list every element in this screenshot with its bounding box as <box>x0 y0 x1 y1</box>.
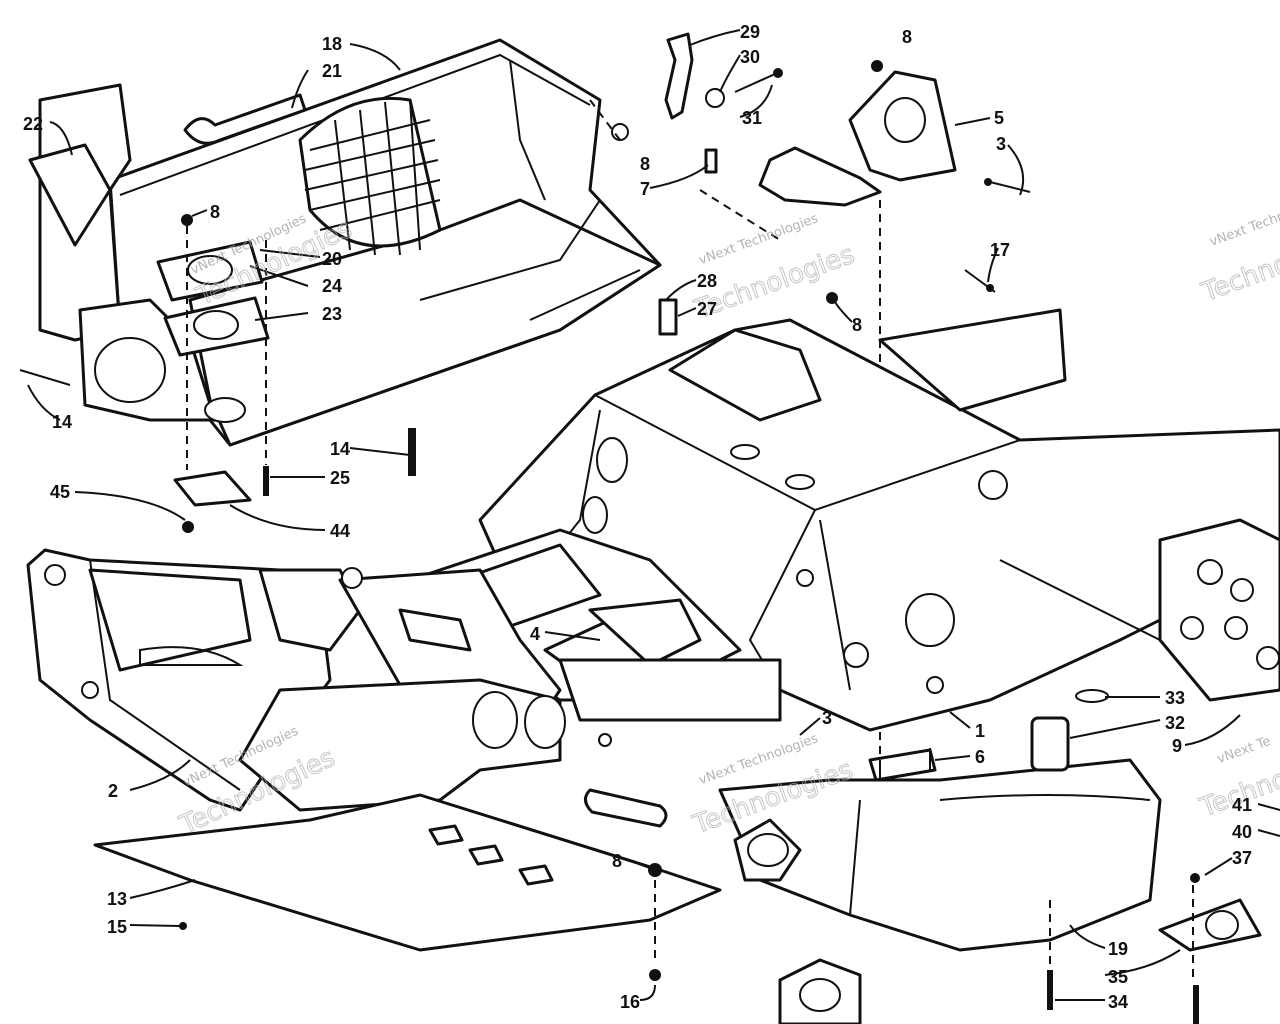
callout-32: 32 <box>1165 713 1185 733</box>
callout-3: 3 <box>822 708 832 728</box>
callout-8: 8 <box>612 851 622 871</box>
callout-37: 37 <box>1232 848 1252 868</box>
callout-7: 7 <box>640 179 650 199</box>
right-nose-pan <box>718 689 1262 1024</box>
callout-2: 2 <box>108 781 118 801</box>
callout-9: 9 <box>1172 736 1182 756</box>
callout-24: 24 <box>322 276 342 296</box>
callout-23: 23 <box>322 304 342 324</box>
callout-17: 17 <box>990 240 1010 260</box>
callout-16: 16 <box>620 992 640 1012</box>
callout-14: 14 <box>52 412 72 432</box>
svg-text:vNext Te: vNext Te <box>1215 734 1273 767</box>
callout-labels: 18 21 22 8 20 24 23 14 14 25 45 44 29 30… <box>23 22 1252 1012</box>
callout-33: 33 <box>1165 688 1185 708</box>
callout-15: 15 <box>107 917 127 937</box>
callout-8: 8 <box>640 154 650 174</box>
callout-8: 8 <box>902 27 912 47</box>
callout-22: 22 <box>23 114 43 134</box>
callout-5: 5 <box>994 108 1004 128</box>
callout-14: 14 <box>330 439 350 459</box>
callout-34: 34 <box>1108 992 1128 1012</box>
front-bumper <box>26 548 566 812</box>
callout-20: 20 <box>322 249 342 269</box>
leader-lines <box>27 29 1280 1001</box>
fasteners <box>19 214 1200 1024</box>
callout-6: 6 <box>975 747 985 767</box>
callout-25: 25 <box>330 468 350 488</box>
steering-hardware <box>589 32 1031 870</box>
callout-31: 31 <box>742 108 762 128</box>
callout-30: 30 <box>740 47 760 67</box>
callout-3: 3 <box>996 134 1006 154</box>
callout-8: 8 <box>210 202 220 222</box>
callout-18: 18 <box>322 34 342 54</box>
callout-45: 45 <box>50 482 70 502</box>
callout-29: 29 <box>740 22 760 42</box>
svg-text:Techno: Techno <box>1197 249 1280 309</box>
svg-text:vNext Technologies: vNext Technologies <box>1208 193 1280 250</box>
callout-35: 35 <box>1108 967 1128 987</box>
callout-21: 21 <box>322 61 342 81</box>
callout-8: 8 <box>852 315 862 335</box>
watermark: vNext Technologies Techno <box>1197 193 1280 309</box>
callout-28: 28 <box>697 271 717 291</box>
callout-40: 40 <box>1232 822 1252 842</box>
callout-1: 1 <box>975 721 985 741</box>
upper-console-panel <box>28 38 662 507</box>
belly-pan <box>93 788 722 952</box>
callout-41: 41 <box>1232 795 1252 815</box>
callout-4: 4 <box>530 624 540 644</box>
callout-44: 44 <box>330 521 350 541</box>
callout-27: 27 <box>697 299 717 319</box>
callout-19: 19 <box>1108 939 1128 959</box>
callout-13: 13 <box>107 889 127 909</box>
